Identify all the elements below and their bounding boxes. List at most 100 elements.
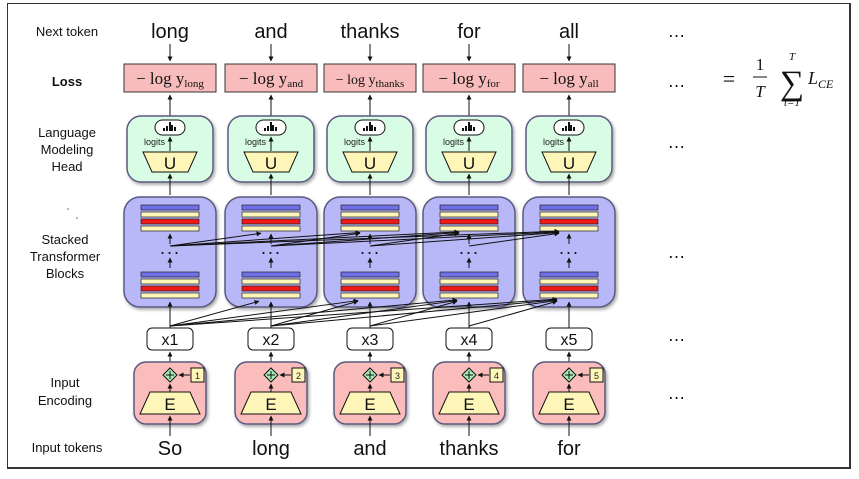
row-label-lm-head-2: Modeling xyxy=(41,142,94,157)
histogram-bar xyxy=(272,125,274,131)
top-layer-band xyxy=(439,218,499,225)
position-index-box xyxy=(190,367,205,383)
embedding-vector-box xyxy=(445,327,493,351)
input-token: and xyxy=(353,438,386,460)
ellipsis-head: … xyxy=(668,132,687,152)
embedding-trapezoid xyxy=(339,391,401,415)
input-token: thanks xyxy=(440,438,499,460)
row-label-input-encoding-2: Encoding xyxy=(38,393,92,408)
stray-dot xyxy=(76,217,78,219)
top-layer-band xyxy=(340,204,400,211)
position-index-box xyxy=(589,367,604,383)
bottom-layer-band xyxy=(439,285,499,292)
bottom-layer-band xyxy=(340,292,400,299)
bottom-layer-band xyxy=(241,292,301,299)
layer-ellipsis: ··· xyxy=(360,242,381,262)
embedding-label: E xyxy=(364,395,375,414)
histogram-bar xyxy=(468,122,470,131)
embedding-vector-label: x1 xyxy=(162,332,179,349)
loss-box xyxy=(224,63,318,93)
formula-lower: t=1 xyxy=(784,97,800,109)
attention-arrow-top xyxy=(169,229,460,247)
row-label-lm-head-3: Head xyxy=(51,159,82,174)
histogram-bar xyxy=(174,127,176,131)
position-index: 1 xyxy=(195,371,200,381)
top-layer-band xyxy=(241,204,301,211)
attention-arrow-bottom xyxy=(270,298,458,327)
top-layer-band xyxy=(439,204,499,211)
top-layer-band xyxy=(439,225,499,232)
bottom-layer-band xyxy=(539,271,599,278)
embedding-vector-label: x5 xyxy=(561,332,578,349)
layer-ellipsis: ··· xyxy=(160,242,181,262)
histogram-bar xyxy=(568,122,570,131)
formula-term: LCE xyxy=(807,68,834,91)
embedding-label: E xyxy=(164,395,175,414)
loss-expression: − log ythanks xyxy=(336,73,405,90)
loss-expression: − log yall xyxy=(539,69,598,90)
row-label-stacked-1: Stacked xyxy=(42,232,89,247)
figure-frame xyxy=(7,3,851,469)
input-token: So xyxy=(158,438,182,460)
top-layer-band xyxy=(241,211,301,218)
top-layer-band xyxy=(140,211,200,218)
ellipsis-encoding: … xyxy=(668,383,687,403)
formula-numerator: 1 xyxy=(756,55,765,74)
bottom-layer-band xyxy=(140,271,200,278)
position-index: 5 xyxy=(594,371,599,381)
attention-arrow-top xyxy=(270,230,460,247)
bottom-layer-band xyxy=(241,271,301,278)
bottom-layer-band xyxy=(439,292,499,299)
attention-arrow-bottom xyxy=(369,300,458,327)
histogram-bar xyxy=(366,126,368,131)
top-layer-band xyxy=(140,225,200,232)
logits-label: logits xyxy=(144,137,166,147)
row-label-lm-head-1: Language xyxy=(38,125,96,140)
embedding-vector-box xyxy=(146,327,194,351)
attention-arrow-bottom xyxy=(169,298,359,327)
embedding-trapezoid xyxy=(240,391,302,415)
embedding-label: E xyxy=(463,395,474,414)
bottom-layer-band xyxy=(439,278,499,285)
next-token: thanks xyxy=(341,21,400,43)
logits-label: logits xyxy=(344,137,366,147)
logits-label: logits xyxy=(543,137,565,147)
formula-sum: ∑ xyxy=(780,65,804,102)
ellipsis-loss: … xyxy=(668,71,687,91)
row-label-input-tokens: Input tokens xyxy=(32,440,103,455)
unembedding-trapezoid xyxy=(243,151,299,173)
row-label-input-encoding-1: Input xyxy=(51,375,80,390)
bottom-layer-band xyxy=(539,285,599,292)
loss-expression: − log ylong xyxy=(136,69,204,90)
unembedding-label: U xyxy=(563,154,575,173)
top-layer-band xyxy=(539,204,599,211)
attention-arrow-bottom xyxy=(369,298,558,327)
top-layer-band xyxy=(140,218,200,225)
embedding-trapezoid xyxy=(438,391,500,415)
bottom-layer-band xyxy=(439,271,499,278)
loss-box xyxy=(422,63,516,93)
loss-box xyxy=(522,63,616,93)
attention-arrow-top xyxy=(169,231,262,247)
next-token: for xyxy=(457,21,481,43)
row-label-stacked-2: Transformer xyxy=(30,249,101,264)
bottom-layer-band xyxy=(340,278,400,285)
histogram-bar xyxy=(570,125,572,131)
top-layer-band xyxy=(340,211,400,218)
loss-expression: − log yand xyxy=(239,69,304,90)
unembedding-trapezoid xyxy=(342,151,398,173)
attention-arrow-bottom xyxy=(468,300,558,327)
embedding-vector-box xyxy=(545,327,593,351)
attention-arrow-top xyxy=(169,228,560,247)
logits-label: logits xyxy=(443,137,465,147)
embedding-vector-box xyxy=(247,327,295,351)
ellipsis-next-token: … xyxy=(668,21,687,41)
top-layer-band xyxy=(539,225,599,232)
input-token: long xyxy=(252,438,290,460)
formula-denominator: T xyxy=(755,82,766,101)
histogram-bar xyxy=(169,122,171,131)
logits-label: logits xyxy=(245,137,267,147)
